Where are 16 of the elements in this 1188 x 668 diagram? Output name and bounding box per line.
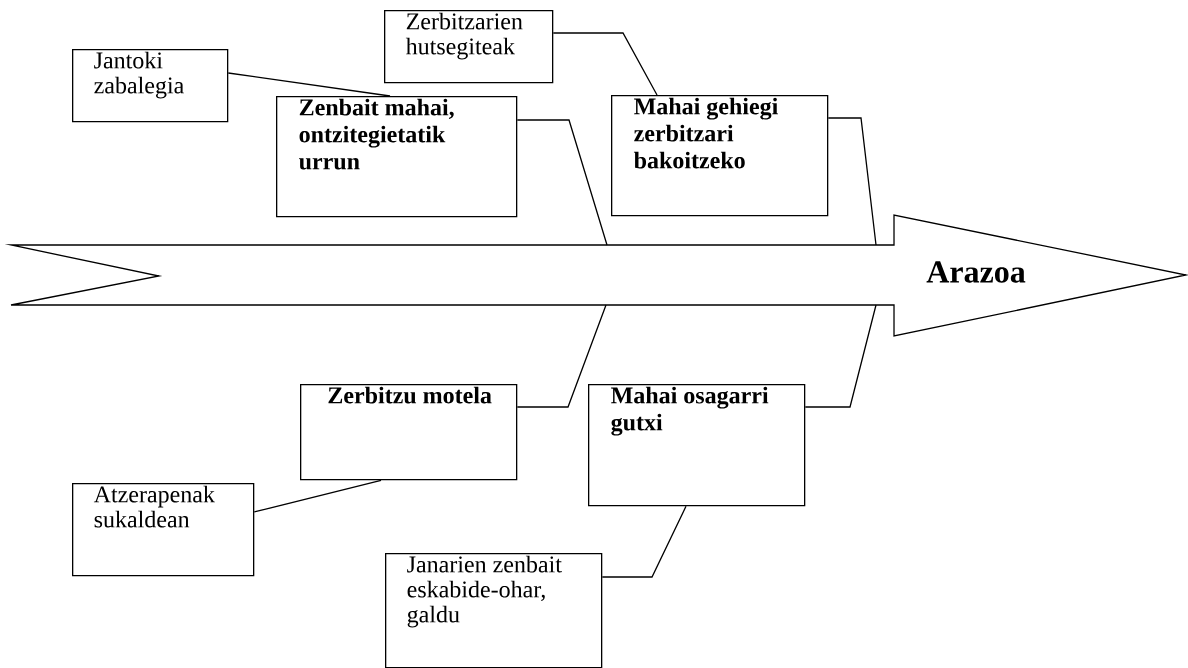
sub-cause-box: Janarien zenbait eskabide-ohar, galdu: [385, 553, 603, 668]
connector-line: [516, 304, 607, 408]
connector-line: [827, 117, 877, 246]
cause-box: Zenbait mahai, ontzitegietatik urrun: [276, 96, 518, 218]
cause-box: Mahai osagarri gutxi: [588, 384, 806, 507]
cause-box: Mahai gehiegi zerbitzari bakoitzeko: [611, 95, 829, 217]
sub-cause-box: Jantoki zabalegia: [72, 49, 229, 123]
cause-box: Zerbitzu motela: [300, 384, 518, 481]
connector-line: [804, 304, 877, 408]
sub-cause-box: Zerbitzarien hutsegiteak: [384, 10, 554, 84]
connector-line: [516, 119, 608, 246]
sub-cause-box: Atzerapenak sukaldean: [72, 483, 255, 577]
connector-line: [601, 505, 687, 578]
connector-line: [253, 479, 382, 513]
connector-line: [552, 32, 658, 96]
connector-line: [227, 72, 391, 97]
